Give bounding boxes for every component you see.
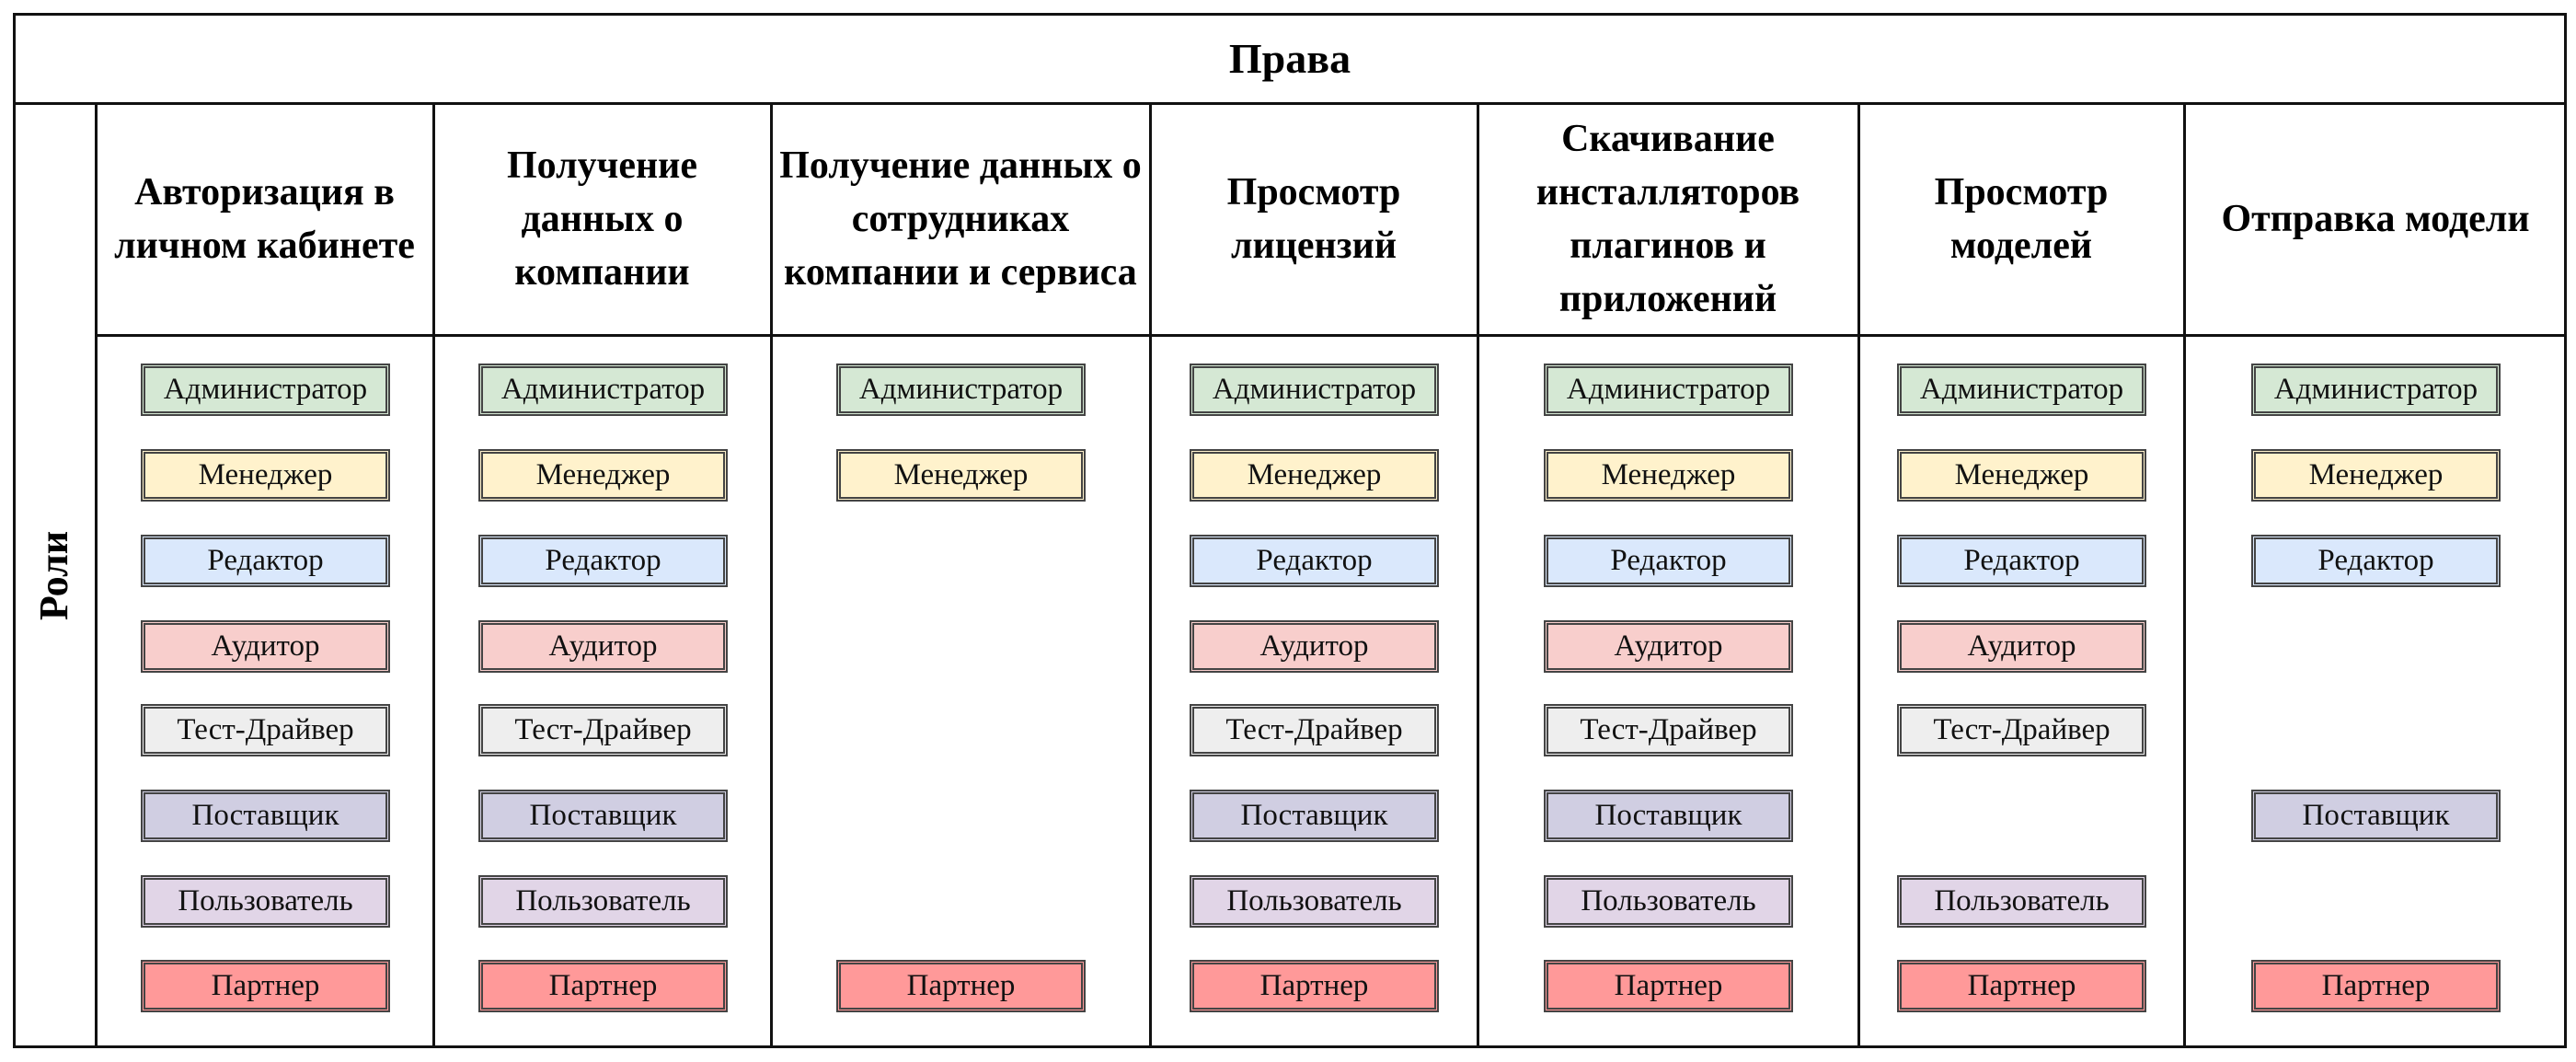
role-badge-testdriver: Тест-Драйвер	[141, 704, 390, 756]
role-badge-admin: Администратор	[836, 364, 1086, 416]
role-badge-testdriver: Тест-Драйвер	[1897, 704, 2146, 756]
role-badge-editor: Редактор	[1544, 535, 1793, 587]
table-title: Права	[1228, 34, 1351, 82]
column-divider	[1149, 103, 1152, 1048]
role-badge-supplier: Поставщик	[141, 790, 390, 842]
role-badge-editor: Редактор	[141, 535, 390, 587]
role-badge-admin: Администратор	[2251, 364, 2501, 416]
role-badge-partner: Партнер	[2251, 960, 2501, 1012]
role-badge-editor: Редактор	[1190, 535, 1439, 587]
role-badge-partner: Партнер	[836, 960, 1086, 1012]
role-badge-auditor: Аудитор	[1190, 620, 1439, 673]
permission-header: Авторизация в личном кабинете	[114, 171, 415, 267]
role-badge-supplier: Поставщик	[1544, 790, 1793, 842]
role-badge-testdriver: Тест-Драйвер	[478, 704, 728, 756]
role-badge-manager: Менеджер	[1544, 449, 1793, 502]
role-badge-testdriver: Тест-Драйвер	[1544, 704, 1793, 756]
role-badge-user: Пользователь	[1897, 875, 2146, 928]
role-badge-admin: Администратор	[1544, 364, 1793, 416]
role-badge-auditor: Аудитор	[478, 620, 728, 673]
role-badge-supplier: Поставщик	[2251, 790, 2501, 842]
role-badge-manager: Менеджер	[478, 449, 728, 502]
role-badge-manager: Менеджер	[836, 449, 1086, 502]
role-badge-supplier: Поставщик	[1190, 790, 1439, 842]
role-badge-manager: Менеджер	[1190, 449, 1439, 502]
permission-header: Получение данных о сотрудниках компании …	[779, 144, 1142, 294]
title-divider	[13, 102, 2567, 105]
roles-label: Роли	[31, 530, 77, 621]
role-badge-manager: Менеджер	[2251, 449, 2501, 502]
column-divider	[770, 103, 773, 1048]
role-badge-auditor: Аудитор	[1897, 620, 2146, 673]
permission-header: Получение данных о компании	[506, 144, 698, 294]
role-badge-user: Пользователь	[478, 875, 728, 928]
role-badge-auditor: Аудитор	[141, 620, 390, 673]
role-badge-auditor: Аудитор	[1544, 620, 1793, 673]
column-divider	[432, 103, 435, 1048]
permission-header: Скачивание инсталляторов плагинов и прил…	[1535, 118, 1800, 320]
role-badge-partner: Партнер	[1897, 960, 2146, 1012]
role-badge-editor: Редактор	[478, 535, 728, 587]
column-divider	[1857, 103, 1860, 1048]
role-badge-editor: Редактор	[2251, 535, 2501, 587]
role-badge-partner: Партнер	[1544, 960, 1793, 1012]
permission-header: Просмотр лицензий	[1226, 171, 1401, 267]
role-badge-editor: Редактор	[1897, 535, 2146, 587]
role-badge-supplier: Поставщик	[478, 790, 728, 842]
permission-header: Просмотр моделей	[1934, 171, 2109, 267]
role-badge-user: Пользователь	[141, 875, 390, 928]
role-badge-admin: Администратор	[1190, 364, 1439, 416]
roles-axis-label: Роли	[13, 103, 96, 1048]
role-badge-user: Пользователь	[1190, 875, 1439, 928]
column-divider	[1477, 103, 1479, 1048]
role-badge-manager: Менеджер	[141, 449, 390, 502]
role-badge-partner: Партнер	[141, 960, 390, 1012]
role-badge-partner: Партнер	[1190, 960, 1439, 1012]
permission-header: Отправка модели	[2221, 198, 2530, 240]
roles-divider	[95, 103, 98, 1048]
role-badge-partner: Партнер	[478, 960, 728, 1012]
role-badge-admin: Администратор	[1897, 364, 2146, 416]
column-divider	[2183, 103, 2186, 1048]
role-badge-manager: Менеджер	[1897, 449, 2146, 502]
permissions-table	[13, 13, 2567, 1048]
role-badge-user: Пользователь	[1544, 875, 1793, 928]
role-badge-testdriver: Тест-Драйвер	[1190, 704, 1439, 756]
header-divider	[96, 334, 2567, 337]
role-badge-admin: Администратор	[141, 364, 390, 416]
role-badge-admin: Администратор	[478, 364, 728, 416]
